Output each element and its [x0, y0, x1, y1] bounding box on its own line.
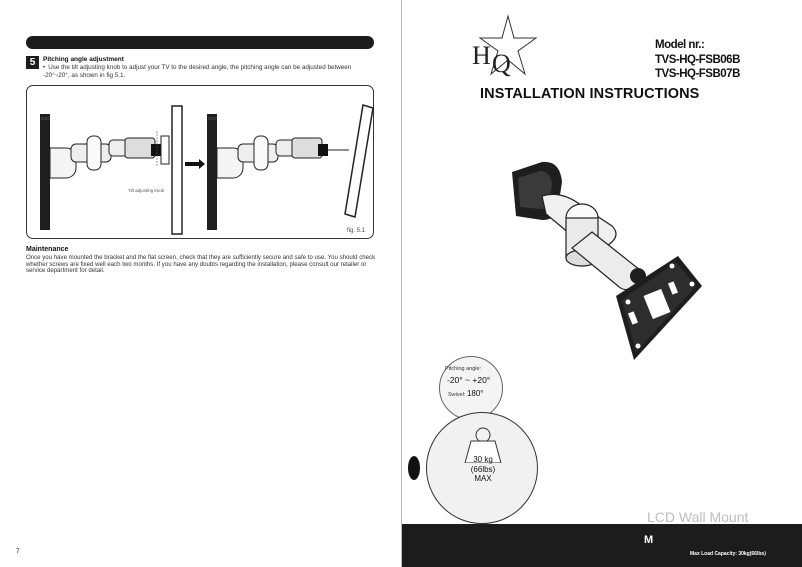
tilt-knob-1 [151, 144, 161, 156]
wall-bracket-2 [216, 147, 244, 179]
max-load-badge: 30 kg (66lbs) MAX [426, 412, 538, 524]
max-load-capacity: Max Load Capacity: 30kg(66lbs) [690, 551, 766, 557]
header-bar [26, 36, 374, 49]
pitch-angle-range: -20° ~ +20° [447, 375, 491, 385]
model-2: TVS-HQ-FSB07B [655, 68, 740, 80]
step-number: 5 [26, 56, 39, 69]
hq-logo-icon: H Q [472, 14, 538, 78]
left-page: 5 Pitching angle adjustment •Use the til… [16, 36, 376, 555]
arrow-icon [185, 159, 205, 169]
svg-text:H: H [472, 41, 491, 70]
arm-joint-2 [253, 135, 269, 171]
wall-label-2: wall [208, 116, 217, 122]
main-title: INSTALLATION INSTRUCTIONS [480, 86, 700, 102]
page-number: 7 [16, 548, 20, 555]
wall-bracket-1 [49, 147, 77, 179]
wall-label-1: wall [41, 116, 50, 122]
model-block: Model nr.: TVS-HQ-FSB06B TVS-HQ-FSB07B [655, 38, 740, 82]
right-page: H Q Model nr.: TVS-HQ-FSB06B TVS-HQ-FSB0… [401, 0, 802, 567]
swivel-label: Swivel: [448, 392, 466, 398]
weight-lbs: (66lbs) [470, 464, 496, 474]
tv-plate-1 [160, 135, 170, 165]
step-title: Pitching angle adjustment [43, 56, 124, 63]
weight-icon [464, 427, 502, 463]
weight-kg: 30 kg [473, 455, 493, 464]
maintenance-text: Once you have mounted the bracket and th… [26, 254, 376, 275]
brand-letter: M [644, 534, 654, 546]
model-label: Model nr.: [655, 39, 705, 51]
tv-panel-1 [171, 105, 183, 235]
maintenance-title: Maintenance [26, 246, 69, 253]
tv-panel-2 [344, 104, 374, 218]
step-instructions: •Use the tilt adjusting knob to adjust y… [43, 64, 373, 80]
svg-text:Q: Q [492, 49, 511, 78]
footer-band [402, 524, 802, 567]
step-text: Use the tilt adjusting knob to adjust yo… [43, 64, 352, 79]
figure-caption: fig. 5.1 [346, 228, 365, 234]
arm-joint-1 [86, 135, 102, 171]
model-1: TVS-HQ-FSB06B [655, 53, 740, 66]
wall-slab-1 [40, 114, 50, 230]
swivel-info: Swivel: 180° [448, 389, 484, 398]
wall-mount-illustration [512, 161, 702, 360]
pitch-angle-badge: Pitching angle: -20° ~ +20° Swivel: 180° [439, 356, 503, 420]
weight-text: 30 kg (66lbs) MAX [427, 455, 539, 484]
weight-max: MAX [474, 474, 492, 483]
arm-2c [291, 137, 323, 159]
wall-slab-2 [207, 114, 217, 230]
bullet-icon: • [43, 64, 46, 71]
swivel-value: 180° [466, 389, 484, 398]
knob-label: Tilt adjusting knob [128, 188, 165, 193]
arm-1c [124, 137, 156, 159]
pitch-angle-label: Pitching angle: [445, 366, 482, 372]
figure-5-1: wall wall Tilt adjusting knob fig. 5.1 [26, 85, 374, 239]
product-name: LCD Wall Mount [647, 509, 749, 525]
tilt-illustration [40, 104, 374, 235]
tilt-knob-2 [318, 144, 328, 156]
